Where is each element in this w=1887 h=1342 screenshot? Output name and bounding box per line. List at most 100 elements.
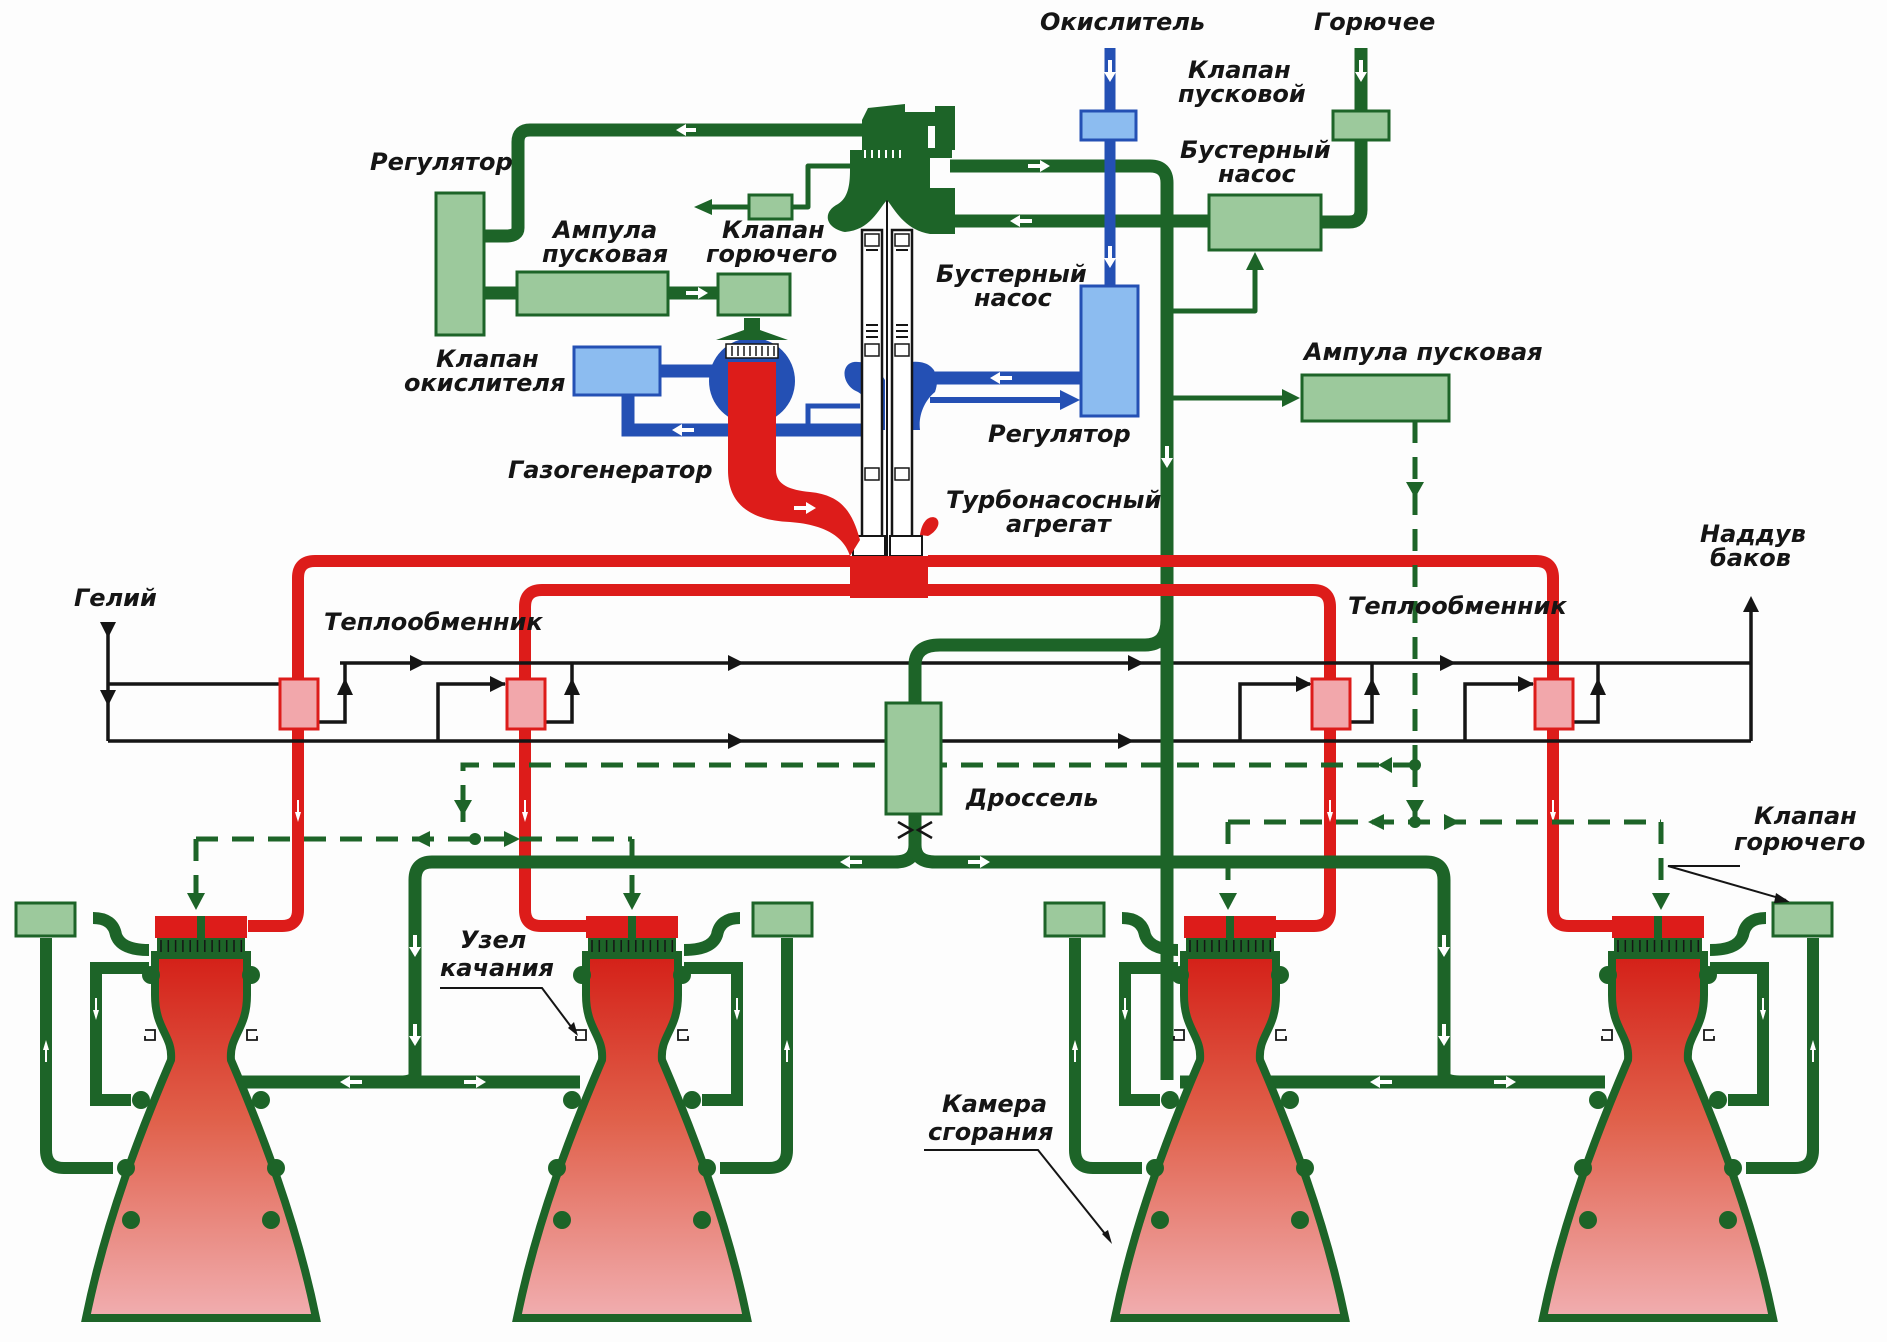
label-oxidizer: Окислитель bbox=[1040, 8, 1205, 36]
start-ampoule-right bbox=[1300, 373, 1451, 423]
oxidizer-booster-pump bbox=[1079, 284, 1140, 418]
manifold-bump bbox=[262, 1211, 280, 1229]
manifold-bump bbox=[683, 1091, 701, 1109]
cooling-line bbox=[1119, 962, 1178, 1106]
gimbal-icon bbox=[144, 1029, 156, 1041]
fuel-valve-leader-line bbox=[1667, 865, 1787, 901]
throttle bbox=[884, 701, 943, 816]
manifold-bump bbox=[1724, 1159, 1742, 1177]
manifold-bump bbox=[1699, 966, 1717, 984]
oxidizer-valve bbox=[572, 345, 662, 397]
label-regulator-mid: Регулятор bbox=[988, 420, 1131, 448]
manifold-bump bbox=[1574, 1159, 1592, 1177]
cooling-line bbox=[684, 962, 743, 1106]
fuel-valve-engine-2 bbox=[751, 901, 814, 938]
chamber-leader-line bbox=[924, 1149, 1111, 1241]
label-gimbal-2: качания bbox=[440, 954, 554, 982]
fuel-valve-engine-1 bbox=[14, 901, 77, 938]
label-fuel-booster-1: Бустерный bbox=[1180, 136, 1331, 164]
fuel-booster-pump bbox=[1207, 193, 1323, 252]
flow-arrow-icon bbox=[1161, 446, 1173, 468]
combustion-chamber bbox=[81, 951, 321, 1322]
manifold-bump bbox=[1271, 966, 1289, 984]
label-fuel: Горючее bbox=[1314, 8, 1435, 36]
engine-4 bbox=[1538, 912, 1819, 1322]
flow-arrow-icon bbox=[672, 424, 694, 436]
label-ox-booster-1: Бустерный bbox=[936, 260, 1087, 288]
fuel-feed-line bbox=[683, 912, 741, 956]
manifold-bump bbox=[693, 1211, 711, 1229]
gimbal-leader-line bbox=[440, 987, 576, 1033]
manifold-bump bbox=[117, 1159, 135, 1177]
fuel-valve-engine-3 bbox=[1043, 901, 1106, 938]
labels: Окислитель Горючее Клапан пусковой Бусте… bbox=[74, 8, 1865, 1146]
start-ampoule-left bbox=[515, 270, 670, 317]
label-tank-pressurization-2: баков bbox=[1710, 544, 1791, 572]
heat-exchanger-2 bbox=[505, 677, 547, 731]
manifold-bump bbox=[132, 1091, 150, 1109]
cooling-line bbox=[90, 962, 149, 1106]
label-fuel-valve-top-2: горючего bbox=[706, 240, 837, 268]
flow-arrow-icon bbox=[676, 124, 696, 136]
label-start-ampoule-right: Ампула пусковая bbox=[1302, 338, 1543, 366]
flow-arrow-icon bbox=[1355, 60, 1367, 82]
manifold-bump bbox=[548, 1159, 566, 1177]
manifold-bump bbox=[673, 966, 691, 984]
fuel-pump-head bbox=[827, 104, 955, 234]
manifold-bump bbox=[267, 1159, 285, 1177]
manifold-bump bbox=[1579, 1211, 1597, 1229]
label-fuel-valve-top-1: Клапан bbox=[722, 216, 825, 244]
manifold-bump bbox=[142, 966, 160, 984]
gimbal-icon bbox=[1275, 1029, 1287, 1041]
heat-exchanger-1 bbox=[278, 677, 320, 731]
flow-arrow-icon bbox=[1104, 60, 1116, 82]
label-fuel-valve-right-2: горючего bbox=[1734, 828, 1865, 856]
label-oxidizer-valve-1: Клапан bbox=[436, 345, 539, 373]
label-ox-booster-2: насос bbox=[974, 284, 1052, 312]
flow-arrow-icon bbox=[794, 502, 816, 514]
label-start-valve-1: Клапан bbox=[1188, 56, 1291, 84]
engine-1 bbox=[40, 912, 321, 1322]
injector-plate bbox=[1186, 938, 1274, 954]
manifold-bump bbox=[1719, 1211, 1737, 1229]
cooling-line bbox=[1069, 938, 1142, 1174]
label-ampoule-left-2: пусковая bbox=[542, 240, 668, 268]
label-turbopump-1: Турбонасосный bbox=[946, 486, 1161, 514]
hot-gas-piping bbox=[248, 318, 1615, 932]
label-gimbal-1: Узел bbox=[460, 926, 526, 954]
label-chamber-1: Камера bbox=[942, 1090, 1047, 1118]
start-valve bbox=[1331, 109, 1391, 142]
manifold-bump bbox=[252, 1091, 270, 1109]
label-heat-exchanger-left: Теплообменник bbox=[324, 608, 543, 636]
flow-arrow-icon bbox=[686, 287, 708, 299]
cooling-line bbox=[40, 938, 113, 1174]
cooling-line bbox=[720, 938, 793, 1174]
flow-arrow-icon bbox=[1028, 160, 1050, 172]
combustion-chamber bbox=[1538, 951, 1778, 1322]
heat-exchanger-3 bbox=[1310, 677, 1352, 731]
fuel-valve-top bbox=[716, 272, 792, 317]
label-regulator-top: Регулятор bbox=[370, 148, 513, 176]
fuel-feed-line bbox=[92, 912, 150, 956]
fuel-valve-engine-4 bbox=[1771, 901, 1834, 938]
label-oxidizer-valve-2: окислителя bbox=[404, 369, 565, 397]
manifold-bump bbox=[553, 1211, 571, 1229]
manifold-bump bbox=[1151, 1211, 1169, 1229]
manifold-bump bbox=[1291, 1211, 1309, 1229]
injector-plate bbox=[588, 938, 676, 954]
label-tank-pressurization-1: Наддув bbox=[1700, 520, 1806, 548]
gimbal-icon bbox=[1601, 1029, 1613, 1041]
small-valve bbox=[747, 193, 794, 221]
label-fuel-valve-right-1: Клапан bbox=[1754, 802, 1857, 830]
label-fuel-booster-2: насос bbox=[1218, 160, 1296, 188]
flow-arrow-icon bbox=[990, 372, 1012, 384]
cooling-line bbox=[1746, 938, 1819, 1174]
manifold-bump bbox=[1709, 1091, 1727, 1109]
heat-exchanger-4 bbox=[1533, 677, 1575, 731]
gimbal-icon bbox=[1703, 1029, 1715, 1041]
manifold-bump bbox=[1161, 1091, 1179, 1109]
fuel-piping-top bbox=[484, 48, 1368, 1080]
label-turbopump-2: агрегат bbox=[1006, 510, 1113, 538]
fuel-feed-line bbox=[1121, 912, 1179, 956]
